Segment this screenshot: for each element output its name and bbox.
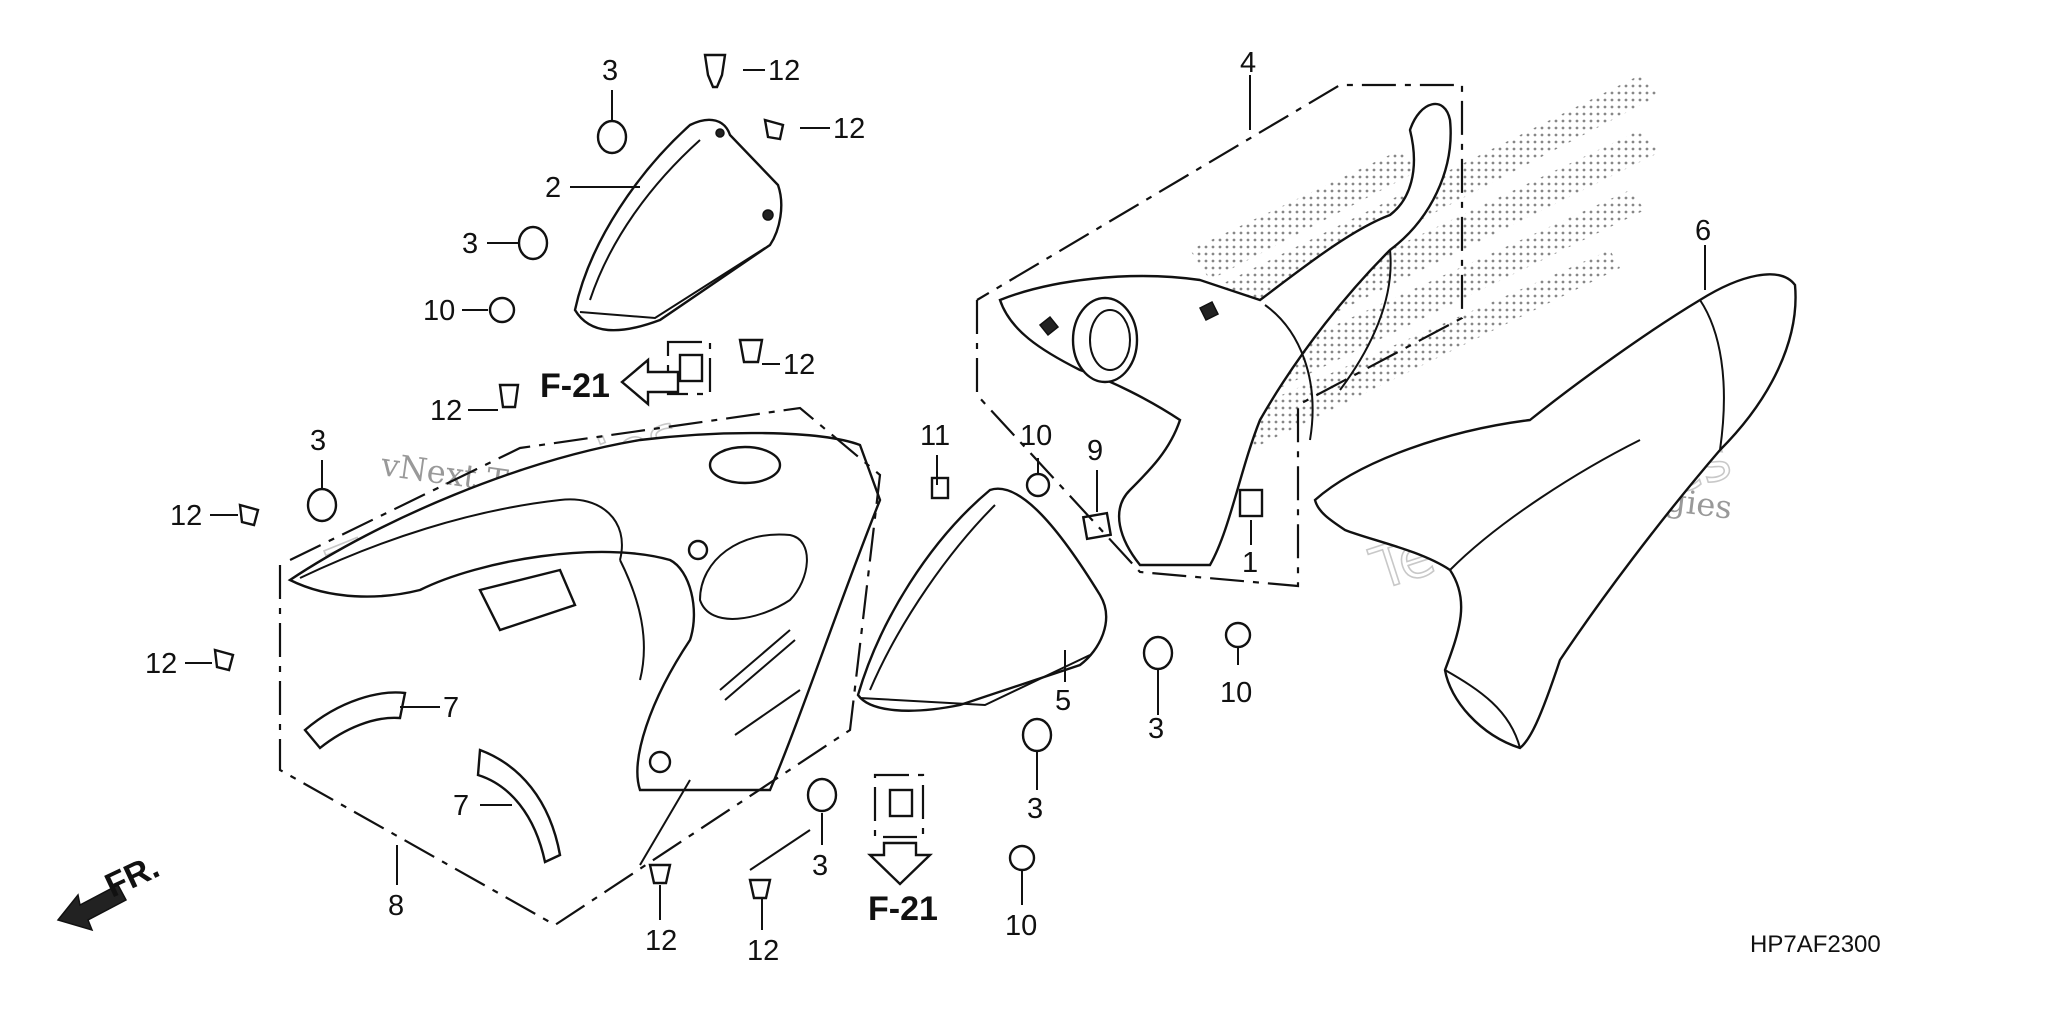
callout-12: 12 [768, 55, 800, 87]
part-1-pad [1238, 488, 1264, 518]
callout-4: 4 [1240, 47, 1256, 79]
callout-3: 3 [1148, 713, 1164, 745]
part-5-center-cover [856, 487, 1108, 712]
callout-10: 10 [423, 295, 455, 327]
callout-10: 10 [1220, 677, 1252, 709]
callout-3: 3 [602, 55, 618, 87]
callout-12: 12 [430, 395, 462, 427]
callout-12: 12 [783, 349, 815, 381]
callout-8: 8 [388, 890, 404, 922]
callout-7: 7 [443, 692, 459, 724]
callout-12: 12 [833, 113, 865, 145]
callout-labels: 3 12 12 2 3 10 12 12 3 12 12 7 7 8 12 12… [145, 47, 1711, 967]
callout-3: 3 [462, 228, 478, 260]
svg-text:F-21: F-21 [540, 367, 610, 405]
callout-12: 12 [170, 500, 202, 532]
callout-6: 6 [1695, 215, 1711, 247]
dashed-outline-part-8 [278, 406, 882, 927]
part-8-side-cover [287, 431, 882, 792]
drawing-code: HP7AF2300 [1750, 931, 1881, 958]
part-9-pad [1081, 511, 1113, 541]
part-4-inner-panel [998, 102, 1452, 567]
part-6-outer-cover [1313, 273, 1797, 750]
callout-3: 3 [812, 850, 828, 882]
front-direction-arrow: FR. [56, 848, 165, 932]
callout-3: 3 [1027, 793, 1043, 825]
leader-lines [185, 69, 1706, 930]
callout-7: 7 [453, 790, 469, 822]
fasteners [213, 53, 1252, 900]
part-7-pad-upper [303, 691, 407, 750]
part-2-cowl [573, 118, 783, 332]
ref-arrow-upper: F-21 [540, 357, 680, 407]
callout-11: 11 [920, 420, 950, 452]
callout-12: 12 [747, 935, 779, 967]
callout-1: 1 [1242, 547, 1258, 579]
callout-10: 10 [1005, 910, 1037, 942]
callout-10: 10 [1020, 420, 1052, 452]
callout-12: 12 [645, 925, 677, 957]
ref-arrow-lower: F-21 [867, 841, 938, 928]
dashed-box-lower-nut [873, 773, 925, 839]
dashed-outline-part-4 [975, 83, 1464, 588]
callout-2: 2 [545, 172, 561, 204]
callout-3: 3 [310, 425, 326, 457]
callout-9: 9 [1087, 435, 1103, 467]
callout-5: 5 [1055, 685, 1071, 717]
callout-12: 12 [145, 648, 177, 680]
dashed-box-upper-nut [666, 340, 712, 396]
part-7-pad-lower [476, 748, 562, 864]
svg-text:F-21: F-21 [868, 890, 938, 928]
